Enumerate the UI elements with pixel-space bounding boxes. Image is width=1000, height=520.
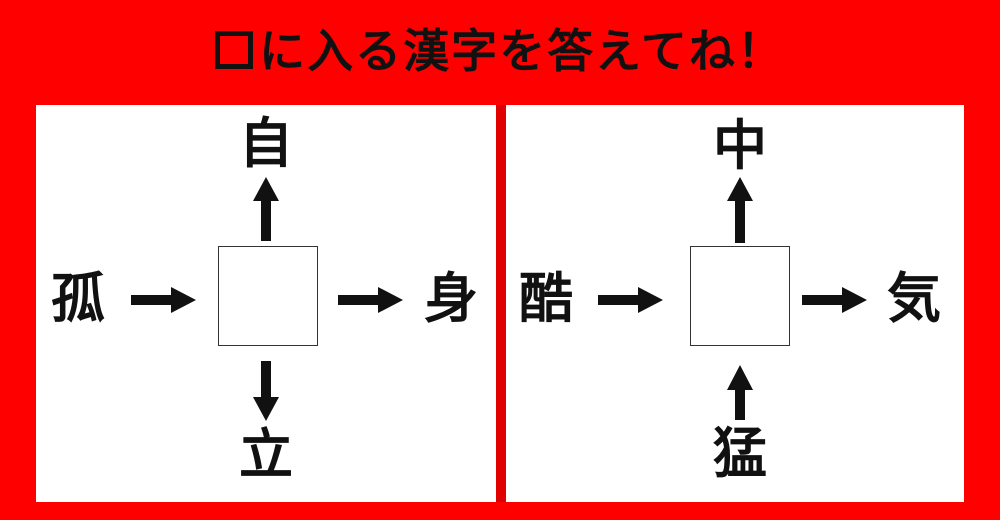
- answer-box[interactable]: [690, 246, 790, 346]
- arrow-up-icon: [727, 177, 753, 243]
- answer-box[interactable]: [218, 246, 318, 346]
- page-title: に入る漢字を答えてね！: [0, 0, 1000, 96]
- blank-square-icon: [215, 31, 254, 69]
- arrow-down-icon: [253, 361, 279, 421]
- kanji-top: 中: [713, 114, 767, 177]
- panel-divider: [496, 105, 506, 502]
- kanji-left: 孤: [51, 267, 105, 330]
- kanji-right: 身: [424, 267, 478, 330]
- puzzle-panel-2: 中 酷 気 猛: [506, 105, 964, 502]
- title-text: に入る漢字を答えてね！: [259, 24, 785, 78]
- puzzle-panel-1: 自 孤 身 立: [36, 105, 496, 502]
- kanji-right: 気: [887, 267, 941, 330]
- arrow-up-icon: [253, 177, 279, 241]
- puzzle-2-arrows: [598, 177, 867, 420]
- arrow-right-icon: [131, 287, 196, 313]
- kanji-top: 自: [239, 112, 293, 175]
- arrow-right-icon: [598, 287, 663, 313]
- arrow-right-icon: [338, 287, 403, 313]
- kanji-bottom: 猛: [713, 422, 767, 485]
- kanji-left: 酷: [519, 267, 573, 330]
- arrow-up-icon: [727, 365, 753, 420]
- puzzle-1-arrows: [131, 177, 403, 421]
- arrow-right-icon: [802, 287, 867, 313]
- kanji-bottom: 立: [239, 423, 293, 486]
